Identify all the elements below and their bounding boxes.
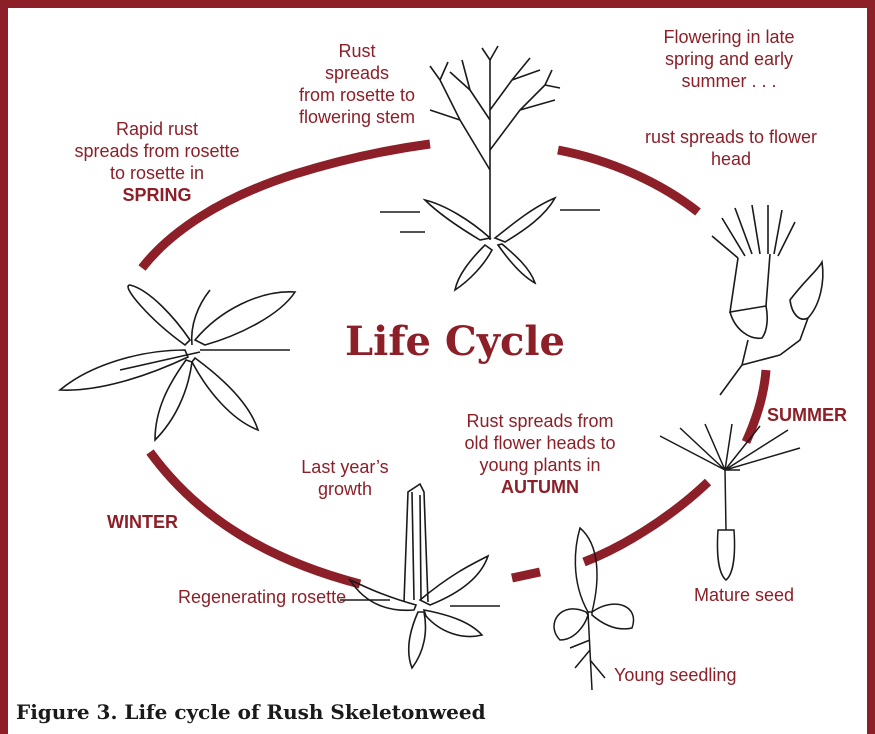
winter-season-label: WINTER	[107, 512, 178, 533]
flowering-label-line3: summer . . .	[636, 70, 822, 92]
spring-label: Rapid rust spreads from rosette to roset…	[62, 118, 252, 206]
last-year-label: Last year’s growth	[290, 456, 400, 500]
mature-seed-label: Mature seed	[694, 584, 794, 606]
flower-head-illustration	[712, 205, 823, 395]
stem-label-line1: Rust	[282, 40, 432, 62]
stem-label-line3: from rosette to	[282, 84, 432, 106]
summer-season-label: SUMMER	[767, 405, 847, 426]
autumn-season-label: AUTUMN	[501, 477, 579, 497]
stem-label-line2: spreads	[282, 62, 432, 84]
figure-caption: Figure 3. Life cycle of Rush Skeletonwee…	[16, 700, 486, 724]
autumn-label-line2: old flower heads to	[440, 432, 640, 454]
diagram-title: Life Cycle	[345, 318, 565, 365]
young-seedling-label: Young seedling	[614, 664, 736, 686]
flowering-label: Flowering in late spring and early summe…	[636, 26, 822, 92]
autumn-label-line3: young plants in	[440, 454, 640, 476]
flower-head-label-line1: rust spreads to flower	[620, 126, 842, 148]
flower-head-label-line2: head	[620, 148, 842, 170]
flower-head-label: rust spreads to flower head	[620, 126, 842, 170]
spring-season-label: SPRING	[122, 185, 191, 205]
flowering-label-line2: spring and early	[636, 48, 822, 70]
flowering-label-line1: Flowering in late	[636, 26, 822, 48]
frame-border	[4, 4, 871, 734]
last-year-label-line1: Last year’s	[290, 456, 400, 478]
stem-label: Rust spreads from rosette to flowering s…	[282, 40, 432, 128]
regenerating-rosette-illustration	[340, 484, 500, 668]
regenerating-rosette-label: Regenerating rosette	[178, 586, 346, 608]
stem-label-line4: flowering stem	[282, 106, 432, 128]
spring-label-line3: to rosette in	[62, 162, 252, 184]
cycle-arc-autumn-low	[512, 572, 540, 578]
autumn-label: Rust spreads from old flower heads to yo…	[440, 410, 640, 498]
spring-label-line1: Rapid rust	[62, 118, 252, 140]
last-year-label-line2: growth	[290, 478, 400, 500]
spring-label-line2: spreads from rosette	[62, 140, 252, 162]
autumn-label-line1: Rust spreads from	[440, 410, 640, 432]
rosette-illustration	[60, 285, 295, 440]
